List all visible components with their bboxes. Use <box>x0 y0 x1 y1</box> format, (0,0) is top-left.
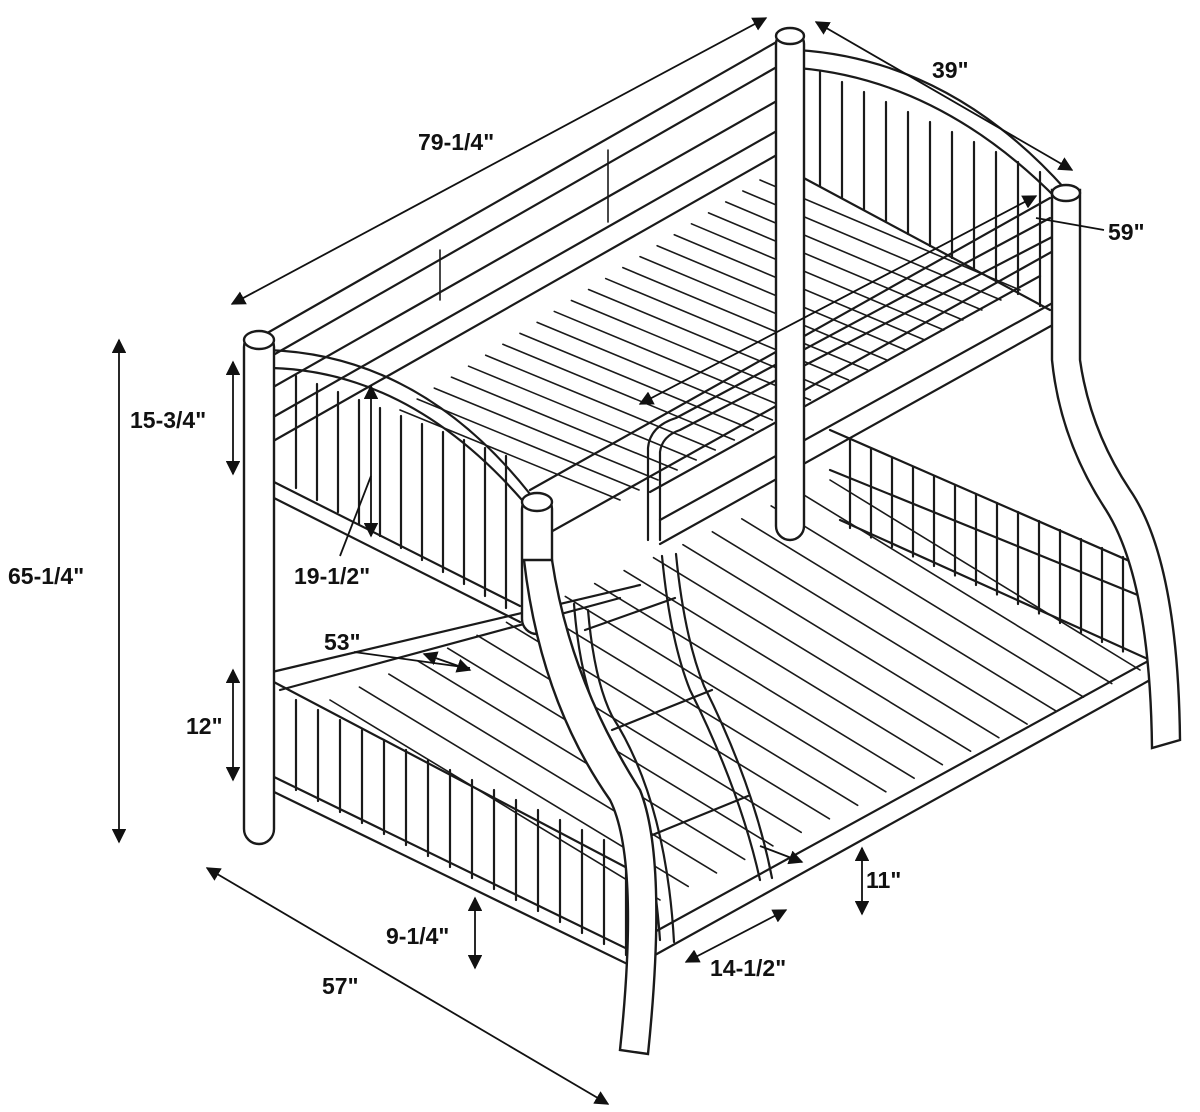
bottom-clearance-label: 9-1/4" <box>386 923 449 949</box>
ladder <box>572 552 774 944</box>
frame-line <box>682 543 1000 739</box>
upper-footboard <box>266 348 532 624</box>
front-left-post <box>242 330 276 846</box>
frame-line <box>433 387 659 481</box>
frame-line <box>519 332 755 431</box>
frame-line <box>467 365 697 461</box>
overall-length-label: 79-1/4" <box>418 129 494 155</box>
frame-line <box>623 569 944 766</box>
overall-width-label: 57" <box>322 973 359 999</box>
ladder-step-leader <box>759 845 804 865</box>
frame-line <box>388 673 718 874</box>
top-width-line <box>814 21 1074 171</box>
frame-line <box>652 556 972 752</box>
frame-line <box>711 530 1028 725</box>
frame-line <box>570 299 812 401</box>
frame-line <box>450 376 678 471</box>
top-width-label: 39" <box>932 57 969 83</box>
frame-line <box>416 398 640 491</box>
frame-line <box>690 223 945 331</box>
overall-length-line <box>230 17 768 305</box>
frame-line <box>593 582 915 780</box>
frame-line <box>476 634 802 834</box>
top-bunk-length-label: 59" <box>1108 219 1145 245</box>
frame-line <box>770 505 1085 698</box>
guard-rail-height-label: 15-3/4" <box>130 407 206 433</box>
frame-line <box>740 518 1057 712</box>
ladder-step-depth-label: 14-1/2" <box>710 955 786 981</box>
top-footboard-leader <box>339 475 372 557</box>
frame-line <box>484 354 717 451</box>
overall-height-label: 65-1/4" <box>8 563 84 589</box>
frame-line <box>536 321 774 421</box>
frame-line <box>417 660 746 861</box>
top-footboard-height-label: 19-1/2" <box>294 563 370 589</box>
bottom-bunk-width-leader <box>353 651 471 669</box>
frame-line <box>535 608 859 807</box>
bunk-bed-frame <box>242 26 1182 1056</box>
frame-line <box>799 492 1113 685</box>
bottom-footboard-height-label: 12" <box>186 713 223 739</box>
overall-width-line <box>205 867 610 1105</box>
frame-line <box>553 310 793 411</box>
frame-line <box>829 479 1141 671</box>
top-bunk-length-leader <box>1035 217 1105 231</box>
bottom-bunk-width-label: 53" <box>324 629 361 655</box>
back-right-post <box>1050 188 1182 750</box>
dimension-lines <box>111 17 1105 1105</box>
frame-line <box>564 595 887 793</box>
frame-line <box>399 409 621 501</box>
ladder-step-depth-line <box>684 909 788 963</box>
dimension-labels: 79-1/4" 39" 59" 15-3/4" 19-1/2" 65-1/4" … <box>8 57 1145 999</box>
back-left-post <box>774 28 806 542</box>
side-rail-clearance-label: 11" <box>866 867 901 893</box>
upper-back-rails <box>260 38 784 446</box>
top-bunk-length-line <box>638 195 1038 405</box>
frame-line <box>502 343 736 441</box>
